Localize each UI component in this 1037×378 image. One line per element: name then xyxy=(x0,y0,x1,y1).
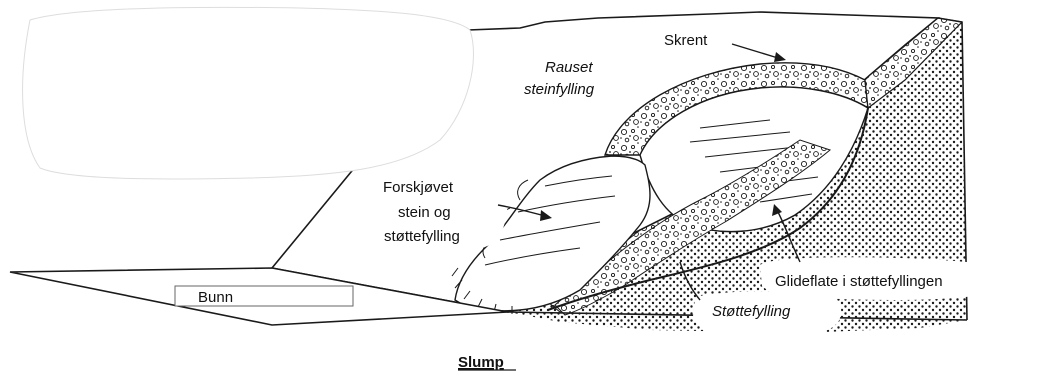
label-forskjovet-3: støttefylling xyxy=(384,228,460,245)
label-rauset-1: Rauset xyxy=(545,59,593,76)
blank-cloud-area xyxy=(23,7,474,179)
label-forskjovet-1: Forskjøvet xyxy=(383,179,454,196)
label-glideflate: Glideflate i støttefyllingen xyxy=(775,273,943,290)
label-rauset-2: steinfylling xyxy=(524,81,595,98)
diagram-title: Slump xyxy=(458,354,504,371)
label-forskjovet-2: stein og xyxy=(398,204,451,221)
label-stottefylling: Støttefylling xyxy=(712,303,791,320)
label-bunn: Bunn xyxy=(198,289,233,306)
label-skrent: Skrent xyxy=(664,32,708,49)
